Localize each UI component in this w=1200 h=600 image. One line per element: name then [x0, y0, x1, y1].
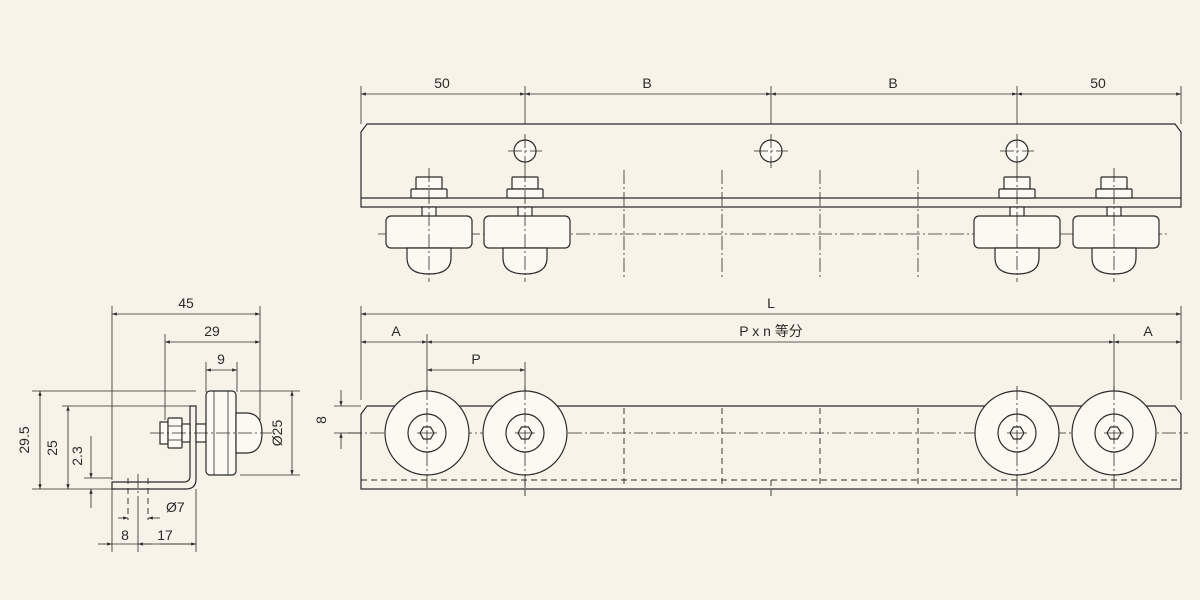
dim-label-50-right: 50	[1090, 75, 1106, 91]
dim-label-9: 9	[217, 351, 225, 367]
dim-label-17: 17	[157, 527, 173, 543]
top-view: 50 B B 50	[360, 75, 1182, 282]
bracket-l-profile	[111, 405, 197, 490]
dim-label-2-3: 2.3	[69, 446, 85, 466]
dim-label-a-left: A	[391, 323, 401, 339]
hidden-pitch-lines-top	[623, 170, 919, 278]
dim-label-pitch-division: P x n 等分	[739, 323, 803, 339]
roller-wheel-4	[1071, 386, 1157, 490]
roller-wheel-2	[482, 386, 568, 490]
dim-label-l: L	[767, 295, 775, 311]
dim-label-dia-7: Ø7	[166, 499, 185, 515]
dim-label-29-5: 29.5	[16, 426, 32, 453]
dim-label-b-left: B	[642, 75, 651, 91]
dim-label-8-offset: 8	[313, 416, 329, 424]
roller-wheel-3	[974, 386, 1060, 490]
side-view: 45 29 9 29.5 25 2.3 Ø25	[16, 295, 300, 552]
dim-label-a-right: A	[1143, 323, 1153, 339]
mounting-holes-top	[508, 134, 1034, 168]
dim-label-50-left: 50	[434, 75, 450, 91]
roller-assembly-2	[483, 168, 571, 282]
dim-label-45: 45	[178, 295, 194, 311]
roller-assembly-3	[973, 168, 1061, 282]
roller-assembly-1	[385, 168, 473, 282]
front-view: L A P x n 等分 A P 8	[313, 295, 1188, 496]
dim-label-dia-25: Ø25	[269, 420, 285, 447]
dim-label-29: 29	[204, 323, 220, 339]
roller-assembly-4	[1072, 168, 1160, 282]
dim-label-p: P	[471, 351, 480, 367]
roller-wheel-1	[384, 386, 470, 490]
rail-body-front	[360, 405, 1182, 490]
dim-label-25: 25	[44, 440, 60, 456]
dim-label-8-bottom: 8	[121, 527, 129, 543]
dim-label-b-right: B	[888, 75, 897, 91]
